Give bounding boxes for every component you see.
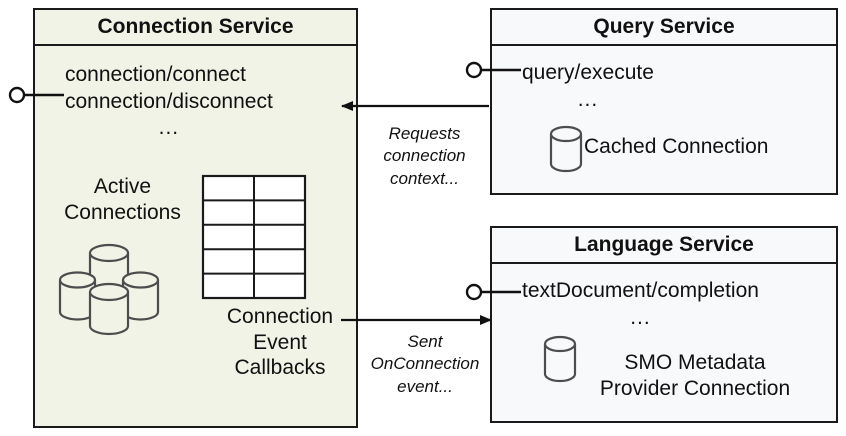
operation-ellipsis-language-service: ... [630,305,651,329]
cached-connection-label: Cached Connection [584,135,769,158]
callbacks-label-line1: Connection [226,305,334,328]
component-title-query-service: Query Service [492,10,836,46]
smo-metadata-provider-connection-label: SMO Metadata Provider Connection [570,350,820,401]
connection-event-callbacks-label: Connection Event Callbacks [205,304,355,381]
component-body-connection-service: connection/connect connection/disconnect… [35,46,356,426]
edge-label-line2: OnConnection [370,354,480,374]
component-language-service[interactable]: Language Service textDocument/completion… [490,226,838,423]
operation-query-execute[interactable]: query/execute [522,61,654,84]
callbacks-label-line3: Callbacks [234,356,326,380]
component-body-query-service: query/execute ... Cached Connection [492,46,836,193]
operation-ellipsis-connection-service: ... [158,116,180,140]
operation-list-connection-service: connection/connect connection/disconnect… [65,62,273,142]
component-title-language-service: Language Service [492,228,836,264]
edge-label-line1: Sent [407,332,443,351]
edge-label-line1: Requests [388,124,461,143]
lollipop-circle-icon [465,283,483,301]
lollipop-circle-icon [8,86,26,104]
operation-connection-connect[interactable]: connection/connect [65,63,246,86]
operation-list-language-service: textDocument/completion ... [522,278,759,331]
active-connections-label-line1: Active [93,175,152,198]
smo-label-line2: Provider Connection [599,376,791,400]
active-connections-label: Active Connections [45,174,200,225]
component-connection-service[interactable]: Connection Service connection/connect co… [33,8,358,428]
component-body-language-service: textDocument/completion ... SMO Metadata… [492,264,836,421]
operation-list-query-service: query/execute ... [522,60,654,113]
operation-textdocument-completion[interactable]: textDocument/completion [522,279,759,302]
operation-connection-disconnect[interactable]: connection/disconnect [65,89,273,113]
component-title-connection-service: Connection Service [35,10,356,46]
edge-label-requests-connection-context: Requests connection context... [362,123,487,190]
callbacks-label-line2: Event [253,330,307,354]
active-connections-label-line2: Connections [64,200,181,224]
edge-label-line2: connection [383,146,466,166]
component-query-service[interactable]: Query Service query/execute ... Cached C… [490,8,838,195]
lollipop-circle-icon [465,61,483,79]
edge-label-line3: context... [390,168,459,188]
edge-label-sent-onconnection-event: Sent OnConnection event... [360,331,490,398]
operation-ellipsis-query-service: ... [577,87,599,111]
smo-label-line1: SMO Metadata [624,351,766,374]
edge-label-line3: event... [397,376,453,396]
